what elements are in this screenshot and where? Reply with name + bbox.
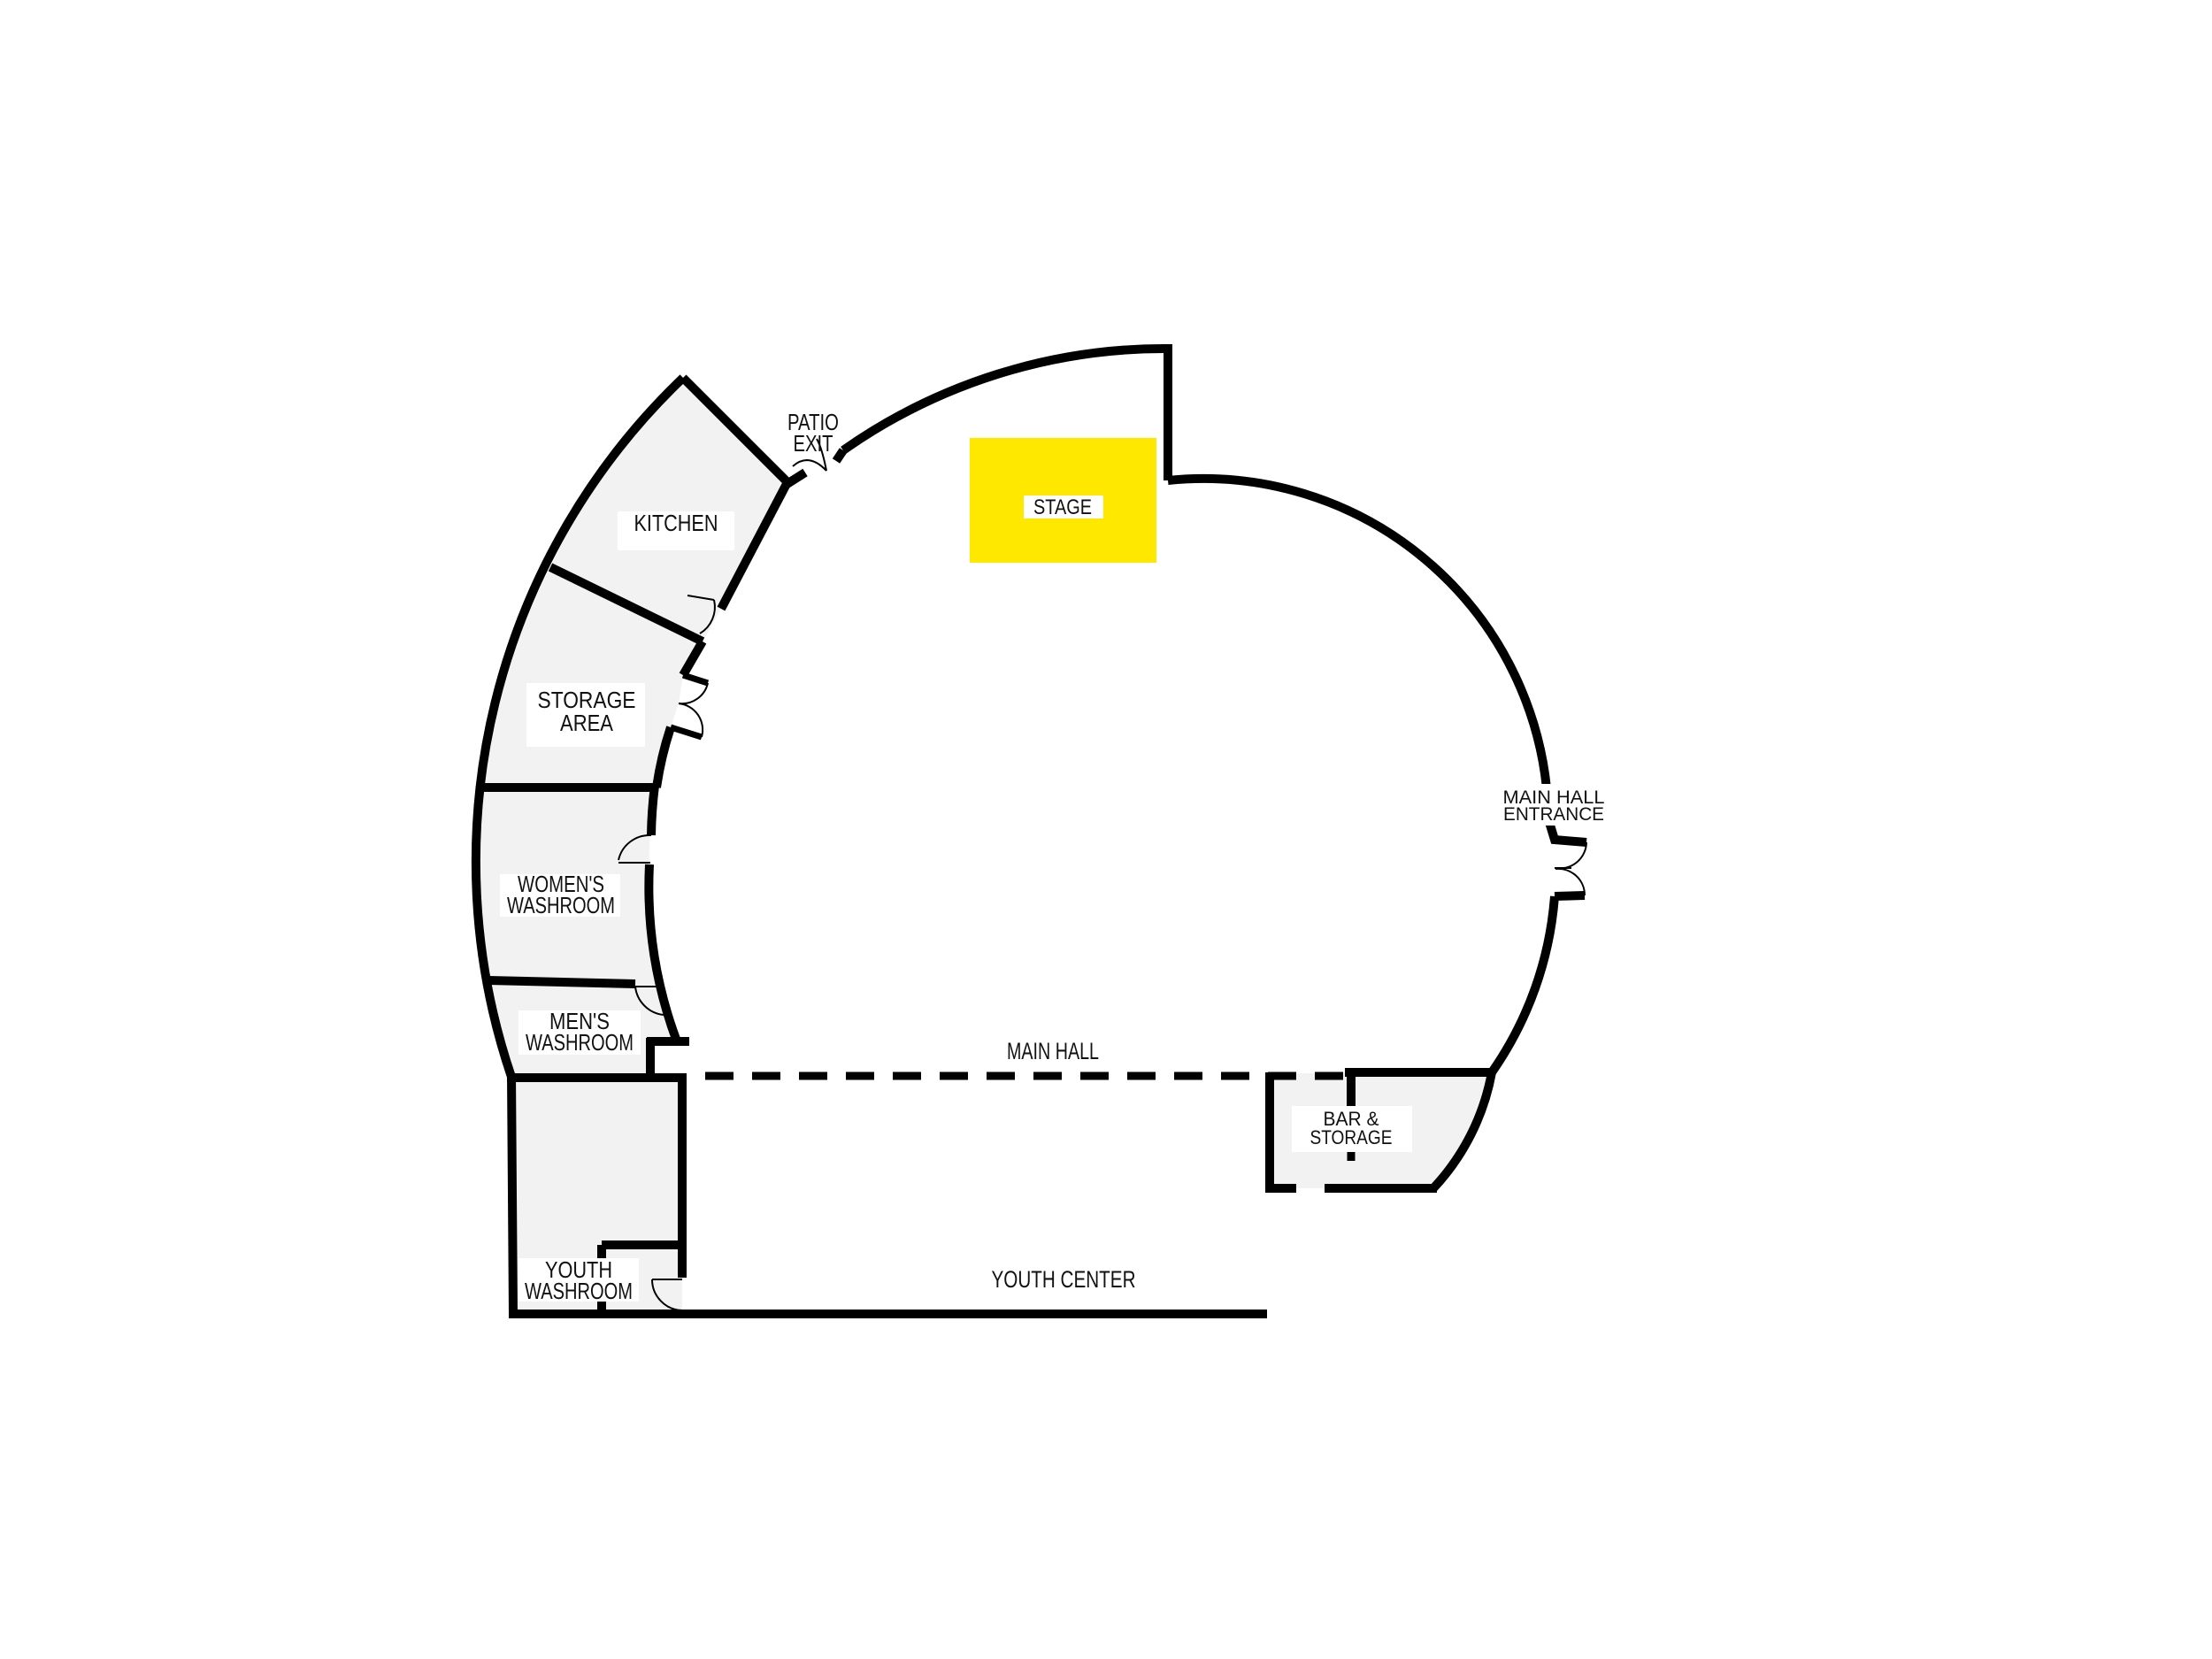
storage-inner-wall-upper bbox=[679, 639, 707, 678]
room-kitchen bbox=[550, 378, 787, 641]
storage-inner-wall-lower bbox=[652, 726, 675, 788]
kitchen-label-box bbox=[618, 511, 734, 550]
doors bbox=[618, 438, 1587, 1311]
womens-inner-wall-lower bbox=[644, 864, 681, 1043]
label-kitchen: KITCHEN bbox=[634, 510, 718, 536]
walls bbox=[471, 343, 1587, 1318]
entrance-stub-top bbox=[1544, 818, 1587, 847]
labels: PATIO EXIT KITCHEN STORAGE AREA WOMEN'S … bbox=[507, 409, 1605, 1304]
kitchen-door bbox=[687, 595, 716, 634]
label-patio-exit-line2: EXIT bbox=[794, 430, 833, 457]
label-storage-area-line2: AREA bbox=[560, 710, 614, 736]
bar-label-box bbox=[1292, 1106, 1412, 1152]
movable-partitions bbox=[705, 1071, 1356, 1161]
bar-outer-curve bbox=[1430, 1071, 1496, 1192]
kitchen-north-wall bbox=[680, 374, 791, 486]
mens-washroom-door bbox=[634, 986, 664, 1016]
label-main-hall-entrance-line1: MAIN HALL bbox=[1503, 787, 1605, 808]
womens-inner-wall-upper bbox=[647, 785, 659, 836]
patio-exit-door bbox=[792, 438, 827, 472]
youth-washroom-label-box bbox=[518, 1258, 639, 1302]
label-mens-washroom-line2: WASHROOM bbox=[526, 1029, 634, 1056]
patio-jamb-left bbox=[783, 468, 808, 489]
label-womens-washroom-line2: WASHROOM bbox=[507, 892, 615, 918]
room-youth-block bbox=[511, 1078, 682, 1314]
womens-label-box bbox=[500, 874, 620, 917]
label-boxes bbox=[500, 495, 1609, 1302]
storage-door-leaf-upper bbox=[681, 672, 710, 687]
storage-door-leaf-lower bbox=[669, 724, 703, 741]
kitchen-storage-divider bbox=[548, 563, 705, 646]
label-main-hall-entrance-line2: ENTRANCE bbox=[1503, 804, 1604, 825]
label-bar-storage-line2: STORAGE bbox=[1310, 1126, 1393, 1148]
label-youth-washroom-line2: WASHROOM bbox=[525, 1278, 633, 1304]
kitchen-inner-wall bbox=[717, 480, 792, 611]
mens-label-box bbox=[518, 1010, 641, 1055]
storage-label-box bbox=[526, 683, 645, 747]
entrance-label-box bbox=[1497, 784, 1609, 826]
entrance-stub-bottom bbox=[1554, 891, 1586, 901]
label-womens-washroom-line1: WOMEN'S bbox=[518, 871, 604, 897]
patio-side-arc-wall bbox=[841, 343, 1169, 455]
main-hall-entrance-door bbox=[1555, 841, 1587, 896]
label-youth-washroom-line1: YOUTH bbox=[545, 1256, 612, 1283]
womens-washroom-door bbox=[618, 833, 652, 864]
label-mens-washroom-line1: MEN'S bbox=[549, 1008, 610, 1034]
label-bar-storage-line1: BAR & bbox=[1324, 1108, 1379, 1130]
womens-mens-divider bbox=[488, 976, 636, 988]
outer-arc-wall bbox=[471, 374, 687, 1079]
storage-double-door bbox=[678, 682, 709, 738]
label-storage-area-line1: STORAGE bbox=[538, 687, 636, 713]
patio-jamb-right bbox=[832, 448, 848, 464]
stage-label-box bbox=[1024, 495, 1103, 518]
label-main-hall: MAIN HALL bbox=[1007, 1038, 1099, 1064]
youth-washroom-door bbox=[651, 1279, 683, 1311]
label-stage: STAGE bbox=[1033, 495, 1092, 519]
main-hall-arc-lower bbox=[1487, 895, 1559, 1075]
label-youth-center: YOUTH CENTER bbox=[992, 1266, 1136, 1293]
youth-block-left-wall bbox=[507, 1072, 518, 1315]
main-hall-arc-upper bbox=[1167, 474, 1553, 822]
label-patio-exit-line1: PATIO bbox=[787, 409, 839, 435]
